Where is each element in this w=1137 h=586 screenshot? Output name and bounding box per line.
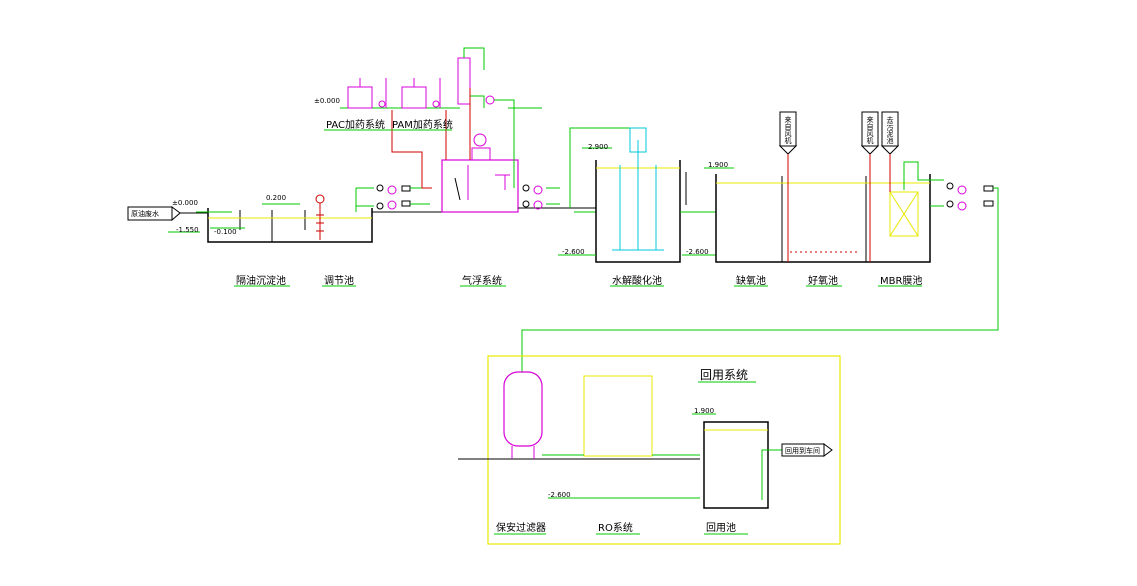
reuse-outlet-pipe bbox=[761, 449, 782, 500]
filter-label: 保安过滤器 bbox=[496, 521, 546, 534]
pam-pump bbox=[432, 100, 440, 108]
valve-5 bbox=[946, 182, 954, 190]
outlet-label: 回用到车间 bbox=[785, 446, 820, 455]
oil-equalization-tank-wall bbox=[207, 208, 373, 243]
pipe-riser bbox=[569, 127, 630, 208]
valve-6 bbox=[946, 200, 954, 208]
ro-label: RO系统 bbox=[598, 521, 633, 534]
valve-2 bbox=[376, 202, 384, 210]
recycle-pipe bbox=[494, 99, 515, 188]
mbr-outlet bbox=[903, 161, 944, 190]
pump-5 bbox=[957, 185, 967, 195]
check-valve-4 bbox=[983, 200, 994, 207]
anoxic-label: 缺氧池 bbox=[736, 274, 766, 287]
valve-3 bbox=[522, 184, 530, 192]
pam-label: PAM加药系统 bbox=[392, 118, 453, 131]
level-hydrolysis-top: 2.900 bbox=[588, 143, 608, 151]
pump-6 bbox=[957, 201, 967, 211]
valve-4 bbox=[522, 200, 530, 208]
aerobic-label: 好氧池 bbox=[808, 274, 838, 287]
level-inlet: ±0.000 bbox=[172, 199, 198, 207]
hydrolysis-motor bbox=[629, 127, 647, 153]
reuse-system bbox=[458, 355, 841, 545]
hydrolysis-label: 水解酸化池 bbox=[612, 274, 662, 287]
ro-unit bbox=[583, 375, 653, 457]
air-pipe bbox=[463, 47, 485, 70]
flotation-label: 气浮系统 bbox=[462, 274, 502, 287]
tag-arrow-3 bbox=[880, 145, 900, 155]
outlet-arrow bbox=[823, 443, 833, 457]
hydrolysis-tank bbox=[595, 160, 681, 263]
pool-label: 回用池 bbox=[706, 521, 736, 534]
level-hydrolysis-bottom: -2.600 bbox=[562, 248, 585, 256]
check-valve bbox=[401, 185, 411, 192]
mbr-module bbox=[889, 191, 919, 237]
level-reuse-top: 1.900 bbox=[694, 407, 714, 415]
pac-dosing-line bbox=[391, 110, 432, 189]
level-top-left: ±0.000 bbox=[314, 97, 340, 105]
label-underlines bbox=[234, 129, 922, 287]
equalization-label: 调节池 bbox=[324, 274, 354, 287]
tag-arrow-2 bbox=[860, 145, 880, 155]
pac-tank-1 bbox=[347, 86, 373, 109]
flotation-scraper bbox=[471, 147, 491, 161]
level-anoxic-bottom: -2.600 bbox=[686, 248, 709, 256]
mbr-x-2 bbox=[889, 191, 919, 237]
air-tank bbox=[457, 57, 471, 105]
tag-label-3: 去污泥池 bbox=[886, 115, 894, 144]
inlet-label: 原油废水 bbox=[131, 209, 159, 218]
tag-label-1: 来自风机 bbox=[784, 116, 792, 145]
pac-label: PAC加药系统 bbox=[326, 118, 385, 131]
oil-tank-label: 隔油沉淀池 bbox=[236, 274, 286, 287]
level-tank1-inner: -0.100 bbox=[214, 228, 237, 236]
pump-3 bbox=[533, 185, 543, 195]
return-pipe bbox=[521, 187, 999, 372]
inlet-arrow bbox=[171, 206, 181, 222]
tag-arrow-1 bbox=[778, 145, 798, 155]
air-pipe-2 bbox=[470, 95, 485, 108]
reuse-title: 回用系统 bbox=[700, 368, 748, 382]
check-valve-2 bbox=[401, 200, 411, 207]
valve bbox=[376, 184, 384, 192]
reuse-frame bbox=[487, 355, 841, 545]
level-ro-bottom: -2.600 bbox=[548, 491, 571, 499]
flotation-tank bbox=[441, 159, 519, 213]
pac-pump bbox=[378, 100, 386, 108]
labels: ±0.000 ±0.000 -1.550 0.200 -0.100 2.900 … bbox=[131, 97, 922, 534]
pump-4 bbox=[533, 200, 543, 210]
level-tank1-water: 0.200 bbox=[266, 194, 286, 202]
security-filter bbox=[503, 371, 543, 447]
mixer-motor bbox=[315, 194, 325, 204]
flotation-inner bbox=[454, 177, 461, 201]
tag-label-2: 来自风机 bbox=[866, 116, 874, 145]
level-anoxic-top: 1.900 bbox=[708, 161, 728, 169]
check-valve-3 bbox=[983, 185, 994, 192]
mbr-label: MBR膜池 bbox=[880, 274, 922, 287]
main-pipeline bbox=[127, 47, 999, 372]
air-pump bbox=[485, 95, 495, 105]
biological-tank bbox=[715, 174, 931, 263]
pam-tank-1 bbox=[401, 86, 427, 109]
level-inlet-bottom: -1.550 bbox=[176, 226, 199, 234]
reuse-pool bbox=[703, 421, 769, 509]
flotation-motor bbox=[473, 133, 487, 147]
pump-1 bbox=[387, 185, 397, 195]
pump-2 bbox=[387, 200, 397, 210]
